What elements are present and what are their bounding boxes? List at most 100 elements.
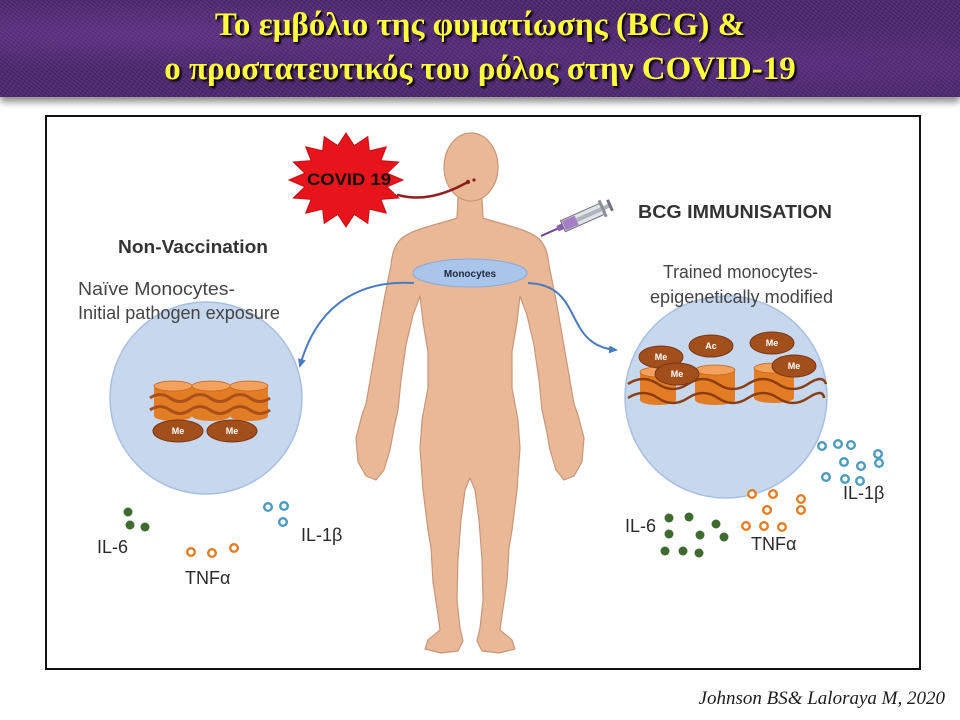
arrow-to-naive-monocytes: [297, 281, 415, 368]
nucleosome-top: [153, 380, 193, 392]
il1b-molecule: [873, 449, 884, 460]
right-tnfa-label: TNFα: [751, 534, 796, 554]
naive-subtitle-line-2: Initial pathogen exposure: [78, 303, 280, 323]
syringe-flange: [597, 199, 608, 218]
trained-subtitle-line-1: Trained monocytes-: [663, 262, 818, 282]
left-il1b-label: IL-1β: [301, 525, 342, 545]
human-body-figure: [355, 132, 585, 654]
trained-subtitle-line-2: epigenetically modified: [650, 287, 833, 307]
methyl-mark: Me: [749, 331, 795, 355]
il1b-molecule: [855, 476, 866, 487]
left-il6-label: IL-6: [97, 537, 128, 557]
methyl-mark-label: Me: [655, 352, 668, 362]
tnfa-molecule: [796, 505, 807, 516]
syringe-icon: [540, 199, 614, 237]
title-line-2: ο προστατευτικός του ρόλος στην COVID-19: [164, 51, 796, 87]
il6-molecule: [123, 507, 133, 517]
nucleosome-top: [191, 380, 231, 392]
il6-molecule: [694, 548, 704, 558]
il1b-molecule: [839, 457, 850, 468]
virus-particle: [472, 178, 476, 182]
monocytes-ellipse: [412, 258, 528, 288]
dna-strand: [149, 393, 271, 403]
methyl-mark-label: Me: [766, 338, 779, 348]
tnfa-molecule: [777, 522, 788, 533]
tnfa-molecule: [768, 489, 779, 500]
naive-subtitle-line-1: Naïve Monocytes-: [78, 279, 235, 299]
il6-molecule: [664, 513, 674, 523]
il1b-molecule: [874, 458, 885, 469]
il1b-molecule: [856, 461, 867, 472]
dna-strand: [149, 405, 271, 415]
dna-strand: [627, 391, 826, 405]
body-silhouette: [355, 195, 585, 654]
methyl-mark: Me: [654, 362, 700, 386]
infection-path-line: [396, 181, 468, 199]
tnfa-molecule: [796, 494, 807, 505]
il1b-molecule: [263, 502, 274, 513]
il6-molecule: [660, 546, 670, 556]
nucleosome-top: [694, 364, 736, 376]
methyl-mark-shape: [654, 362, 700, 386]
right-il6-label: IL-6: [625, 516, 656, 536]
head: [443, 132, 499, 202]
arrow-to-trained-monocytes: [527, 282, 618, 354]
tnfa-molecule: [759, 521, 770, 532]
il1b-molecule: [846, 440, 857, 451]
cytokine-molecules: [123, 439, 885, 559]
syringe-needle: [540, 226, 560, 237]
covid-badge: COVID 19: [287, 132, 405, 228]
dna-strand: [627, 377, 828, 391]
methyl-mark-shape: [771, 354, 817, 378]
il1b-molecule: [821, 472, 832, 483]
virus-particle: [465, 179, 471, 185]
methyl-mark-shape: [749, 331, 795, 355]
methyl-mark-label: Me: [788, 361, 801, 371]
covid-label: COVID 19: [307, 170, 391, 189]
tnfa-molecule: [228, 543, 239, 554]
covid-starburst: [287, 132, 405, 228]
trained-monocyte-panel: Me Ac Me Me Me Trained monocytes- epigen…: [624, 262, 833, 499]
naive-monocyte-panel: Me Me Non-Vaccination Naïve Monocytes- I…: [78, 237, 303, 495]
il1b-molecule: [817, 441, 828, 452]
methyl-mark: Me: [771, 354, 817, 378]
title-line-1: Το εμβόλιο της φυματίωσης (BCG) &: [214, 7, 746, 43]
slide-title: Το εμβόλιο της φυματίωσης (BCG) & ο προσ…: [0, 0, 960, 91]
methyl-mark-label: Me: [172, 426, 185, 436]
il6-molecule: [125, 520, 135, 530]
methyl-mark-shape: [206, 419, 258, 443]
methyl-mark: Me: [206, 419, 258, 443]
il6-molecule: [140, 522, 150, 532]
citation: Johnson BS& Laloraya M, 2020: [698, 688, 945, 709]
monocytes-label: Monocytes: [444, 269, 497, 280]
syringe-thumb-rest: [606, 199, 614, 212]
tnfa-molecule: [762, 505, 773, 516]
acetyl-mark-label: Ac: [705, 341, 717, 351]
left-tnfa-label: TNFα: [185, 568, 230, 588]
right-il1b-label: IL-1β: [843, 483, 884, 503]
tnfa-molecule: [206, 548, 217, 559]
slide-header: Το εμβόλιο της φυματίωσης (BCG) & ο προσ…: [0, 0, 960, 97]
il1b-molecule: [840, 474, 851, 485]
il6-molecule: [678, 546, 688, 556]
methyl-mark: Me: [152, 419, 204, 443]
il6-molecule: [695, 530, 705, 540]
tnfa-molecule: [741, 521, 752, 532]
tnfa-molecule: [185, 547, 196, 558]
tnfa-molecule: [747, 489, 758, 500]
methyl-mark-shape: [152, 419, 204, 443]
syringe-liquid: [561, 215, 579, 231]
il1b-molecule: [279, 501, 290, 512]
il6-molecule: [664, 529, 674, 539]
il6-molecule: [711, 519, 721, 529]
acetyl-mark: Ac: [688, 334, 734, 358]
naive-nucleosome-stack: [149, 380, 271, 421]
il1b-molecule: [278, 517, 289, 528]
il6-molecule: [719, 532, 729, 542]
bcg-immunisation-label: BCG IMMUNISATION: [638, 202, 832, 222]
methyl-mark-label: Me: [671, 369, 684, 379]
nucleosome-top: [229, 380, 269, 392]
non-vaccination-heading: Non-Vaccination: [118, 237, 268, 257]
il1b-molecule: [833, 439, 844, 450]
